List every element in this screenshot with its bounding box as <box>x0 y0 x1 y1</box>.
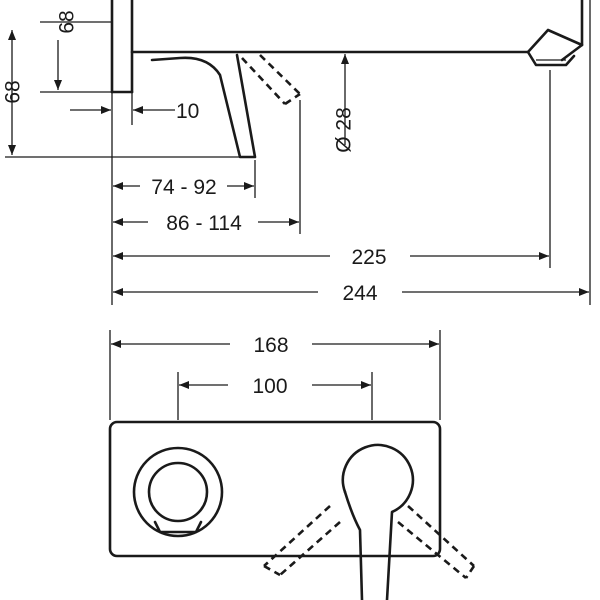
dimension-diameter-28: Ø 28 <box>333 54 356 153</box>
dim-text-68-top: 68 <box>56 10 79 33</box>
dimension-100: 100 <box>177 372 373 420</box>
dim-text-74-92: 74 - 92 <box>151 176 216 199</box>
round-knob <box>132 446 224 538</box>
side-view: 68 68 10 Ø 28 74 - 92 <box>2 0 591 305</box>
dim-text-diameter: Ø 28 <box>333 107 356 153</box>
dimension-168: 168 <box>109 330 441 420</box>
dim-text-86-114: 86 - 114 <box>166 212 242 235</box>
dimension-10: 10 <box>70 92 199 305</box>
lever-front-alternate-positions <box>263 505 476 580</box>
spout-body <box>130 0 584 67</box>
lever-alternate-position <box>241 54 301 106</box>
dimension-74-92: 74 - 92 <box>113 160 256 199</box>
dim-text-68-side: 68 <box>2 80 25 103</box>
front-view: 168 100 <box>108 330 476 600</box>
dim-text-244: 244 <box>342 282 377 305</box>
lever-handle-side <box>150 53 257 159</box>
dimension-244: 244 <box>113 0 591 305</box>
dimension-86-114: 86 - 114 <box>113 100 301 235</box>
dim-text-168: 168 <box>253 334 288 357</box>
dimension-68-top: 68 <box>40 10 112 93</box>
wall-plate-side <box>110 0 134 94</box>
dim-text-10: 10 <box>176 100 199 123</box>
dim-text-225: 225 <box>351 246 386 269</box>
lever-handle-front <box>341 443 415 600</box>
dim-text-100: 100 <box>252 375 287 398</box>
dimension-225: 225 <box>113 70 551 269</box>
dimension-68-side: 68 <box>2 30 240 158</box>
